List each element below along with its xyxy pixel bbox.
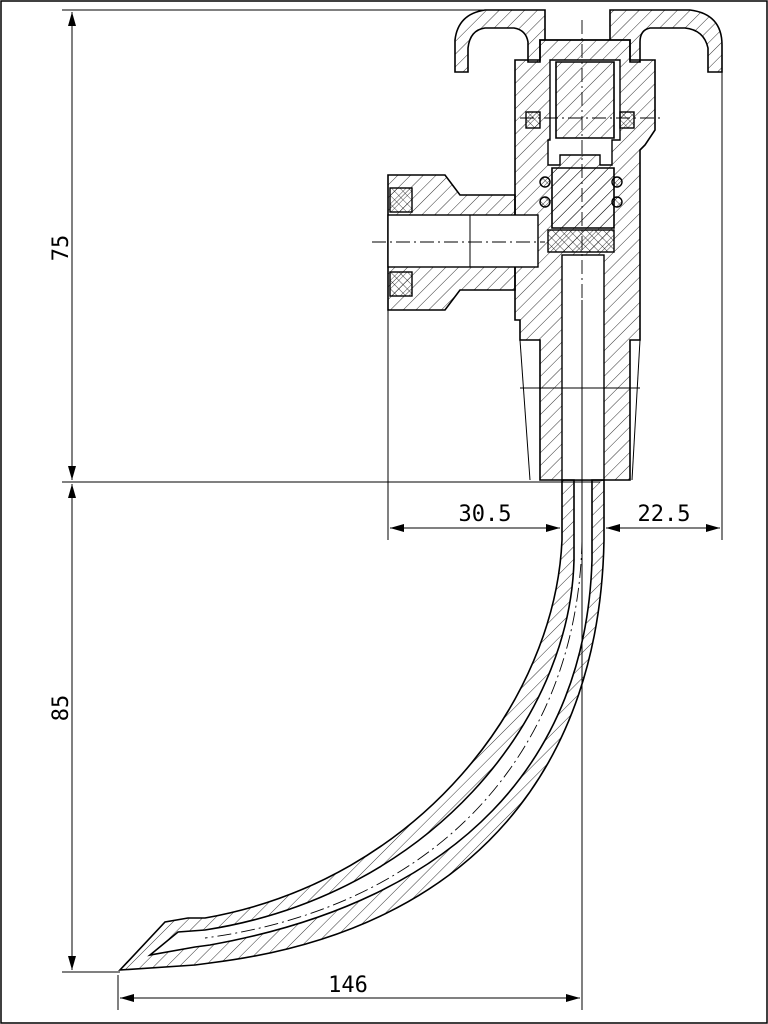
stem: [555, 61, 615, 139]
o-ring: [611, 176, 623, 188]
spout-outer-wall: [118, 479, 605, 971]
spout-center-line: [204, 539, 583, 939]
inlet-seal-top: [389, 187, 413, 213]
valve-body: [387, 9, 723, 481]
plunger: [551, 167, 615, 229]
inlet-bore: [387, 214, 539, 268]
dim-right-offset: 22.5: [638, 502, 691, 527]
dim-left-offset: 30.5: [459, 502, 512, 527]
bolt: [525, 111, 541, 129]
outlet-bore: [561, 254, 605, 481]
dim-upper-height: 75: [49, 235, 74, 262]
o-ring: [539, 196, 551, 208]
dim-total-width: 146: [328, 973, 368, 998]
o-ring: [611, 196, 623, 208]
o-ring: [539, 176, 551, 188]
bolt: [619, 111, 635, 129]
inlet-seal-bottom: [389, 271, 413, 297]
dim-lower-height: 85: [49, 695, 74, 722]
curved-spout: [118, 479, 605, 971]
seat-washer: [547, 229, 615, 253]
